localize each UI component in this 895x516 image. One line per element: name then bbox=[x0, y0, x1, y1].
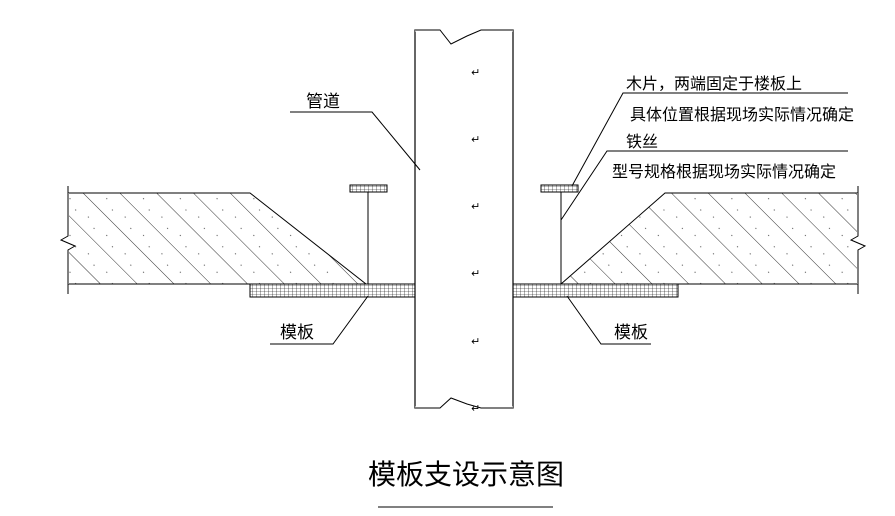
wood-piece-label: 木片，两端固定于楼板上 bbox=[626, 74, 802, 93]
pipe-label: 管道 bbox=[306, 92, 340, 112]
left-formwork-board bbox=[249, 283, 416, 298]
wire-note: 型号规格根据现场实际情况确定 bbox=[612, 162, 836, 181]
paragraph-mark: ↵ bbox=[471, 133, 480, 146]
right-formwork-board bbox=[512, 283, 679, 298]
right-formwork-leader bbox=[566, 295, 651, 345]
right-break-line bbox=[849, 186, 867, 294]
paragraph-marks: ↵ ↵ ↵ ↵ ↵ ↵ bbox=[471, 66, 480, 415]
pipe bbox=[414, 28, 514, 410]
paragraph-mark: ↵ bbox=[471, 267, 480, 280]
left-slab bbox=[67, 192, 368, 285]
paragraph-mark: ↵ bbox=[471, 335, 480, 348]
left-formwork-leader bbox=[270, 295, 369, 345]
paragraph-mark: ↵ bbox=[471, 402, 480, 415]
wood-piece-note: 具体位置根据现场实际情况确定 bbox=[630, 105, 854, 124]
wire-leader bbox=[560, 150, 848, 221]
pipe-leader bbox=[290, 111, 421, 171]
paragraph-mark: ↵ bbox=[471, 200, 480, 213]
wire-label: 铁丝 bbox=[626, 132, 658, 151]
left-wood-piece bbox=[349, 184, 388, 193]
right-wood-piece bbox=[540, 184, 579, 193]
left-break-line bbox=[59, 186, 77, 294]
left-formwork-label: 模板 bbox=[280, 323, 314, 343]
right-slab bbox=[559, 192, 859, 285]
paragraph-mark: ↵ bbox=[471, 66, 480, 79]
right-formwork-label: 模板 bbox=[614, 323, 648, 343]
diagram-title: 模板支设示意图 bbox=[368, 458, 564, 491]
wood-piece-leader bbox=[571, 92, 848, 187]
